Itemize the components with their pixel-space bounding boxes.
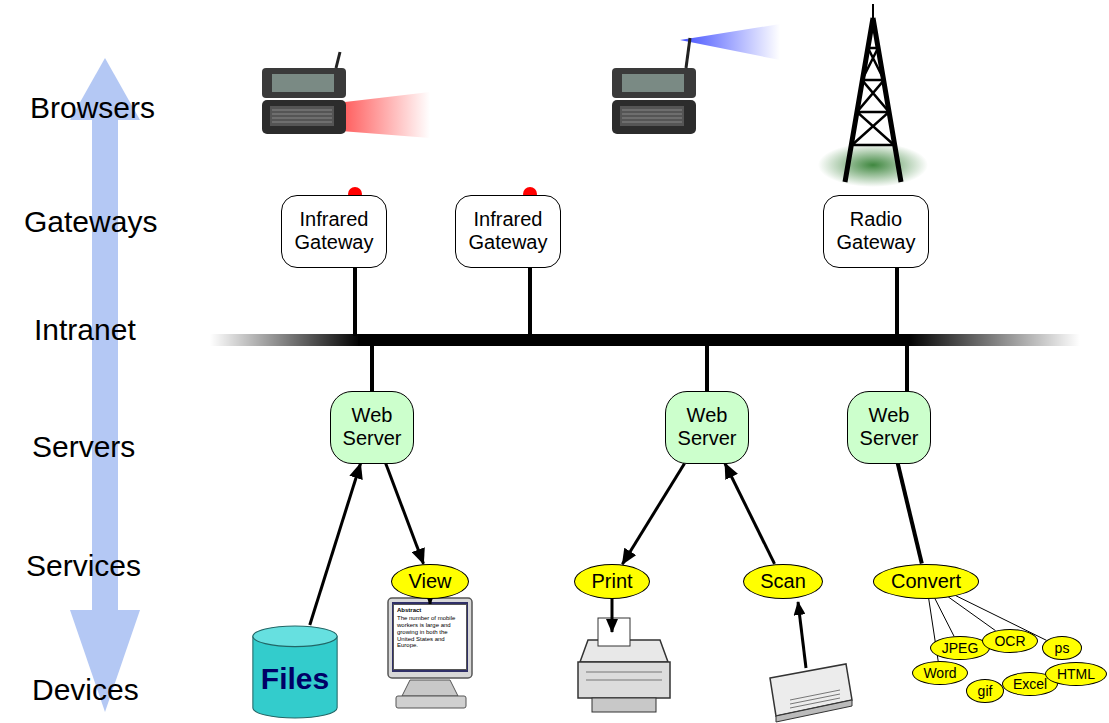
node-label: JPEG bbox=[941, 640, 979, 656]
handheld-device bbox=[612, 24, 780, 134]
layer-label: Browsers bbox=[30, 91, 155, 125]
node-label: Convert bbox=[890, 570, 962, 593]
format-oval: HTML bbox=[1045, 662, 1107, 686]
gateway-box: Radio Gateway bbox=[823, 195, 929, 268]
service-oval: View bbox=[391, 564, 469, 599]
node-label: Radio Gateway bbox=[836, 208, 916, 254]
node-label: Excel bbox=[1013, 676, 1047, 692]
node-label: Word bbox=[923, 665, 957, 681]
service-oval: Scan bbox=[743, 564, 823, 599]
node-label: HTML bbox=[1056, 666, 1096, 682]
layer-label: Intranet bbox=[34, 313, 136, 347]
format-oval: Word bbox=[912, 661, 968, 685]
connector-arrow bbox=[386, 464, 424, 564]
node-label: Infrared Gateway bbox=[294, 208, 374, 254]
layer-label: Gateways bbox=[24, 205, 157, 239]
format-oval: ps bbox=[1042, 636, 1082, 660]
connector-line bbox=[935, 598, 954, 636]
handheld-device bbox=[262, 52, 430, 138]
bus-drops bbox=[355, 262, 907, 395]
layer-label: Servers bbox=[32, 430, 135, 464]
node-label: Web Server bbox=[858, 404, 920, 450]
printer bbox=[578, 597, 670, 712]
files-cylinder: Files bbox=[252, 625, 338, 719]
node-label: View bbox=[408, 570, 452, 593]
server-box: Web Server bbox=[330, 391, 414, 464]
connector-line bbox=[948, 597, 995, 631]
service-oval: Print bbox=[574, 564, 650, 599]
layer-label: Services bbox=[26, 549, 141, 583]
node-label: Print bbox=[591, 570, 633, 593]
connector-arrow bbox=[310, 464, 361, 626]
connector-arrow bbox=[622, 464, 684, 565]
node-label: Files bbox=[260, 662, 330, 697]
node-label: gif bbox=[977, 683, 993, 699]
radio-tower bbox=[818, 4, 928, 187]
node-label: Web Server bbox=[341, 404, 403, 450]
layer-label: Devices bbox=[32, 673, 139, 707]
node-label: Scan bbox=[760, 570, 806, 593]
document-screen: AbstractThe number of mobile workers is … bbox=[393, 604, 467, 670]
scanner bbox=[770, 602, 852, 722]
format-oval: JPEG bbox=[930, 636, 990, 660]
monitor bbox=[388, 598, 472, 708]
node-label: OCR bbox=[993, 633, 1027, 649]
gateway-box: Infrared Gateway bbox=[455, 195, 561, 268]
node-heading: Abstract bbox=[397, 607, 457, 614]
node-label: ps bbox=[1053, 640, 1071, 656]
gateway-box: Infrared Gateway bbox=[281, 195, 387, 268]
server-box: Web Server bbox=[847, 391, 931, 464]
connector-arrow bbox=[725, 464, 775, 564]
node-label: The number of mobile workers is large an… bbox=[397, 615, 457, 649]
node-label: Web Server bbox=[676, 404, 738, 450]
intranet-bus bbox=[210, 334, 1080, 346]
node-label: Infrared Gateway bbox=[468, 208, 548, 254]
format-oval: OCR bbox=[982, 629, 1038, 653]
service-oval: Convert bbox=[873, 564, 979, 599]
server-box: Web Server bbox=[665, 391, 749, 464]
layer-arrow bbox=[70, 58, 140, 712]
connector-line bbox=[898, 464, 922, 564]
format-oval: gif bbox=[966, 679, 1004, 703]
